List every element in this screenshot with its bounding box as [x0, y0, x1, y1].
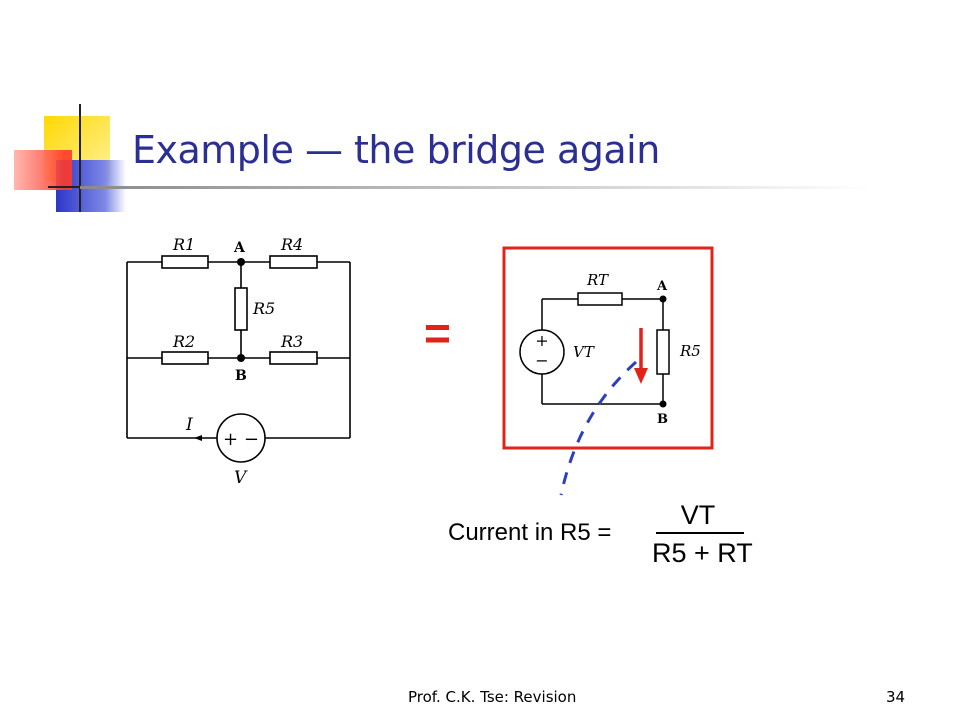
deco-horizontal-line	[48, 186, 80, 188]
resistor-r2	[161, 351, 209, 365]
resistor-r4	[269, 255, 318, 269]
resistor-r3	[269, 351, 318, 365]
fraction-bar	[656, 532, 744, 534]
formula-lead-text: Current in R5 =	[448, 519, 612, 546]
source-minus-sign: −	[535, 351, 548, 370]
label-rt: RT	[586, 271, 609, 289]
deco-red-square	[14, 150, 72, 190]
label-r2: R2	[172, 332, 195, 351]
voltage-source	[216, 413, 266, 463]
dashed-connector	[559, 360, 638, 496]
resistor-r1	[161, 255, 209, 269]
thevenin-circuit-diagram: + − RT R5 VT A B	[502, 246, 714, 450]
current-arrow-icon	[194, 435, 202, 441]
red-current-arrow-icon	[634, 368, 648, 384]
label-r5: R5	[252, 299, 275, 318]
label-r1: R1	[172, 235, 195, 254]
label-node-a-equiv: A	[656, 279, 668, 294]
label-node-b-equiv: B	[657, 412, 668, 427]
denominator-text: R5 + RT	[652, 538, 753, 568]
label-vt: VT	[573, 343, 595, 361]
source-plus-sign: +	[535, 331, 548, 350]
formula-denominator: R5 + RT	[652, 538, 753, 569]
title-underline	[80, 186, 870, 189]
label-node-a: A	[233, 240, 246, 256]
node-b-dot-equiv	[659, 400, 667, 408]
slide-title: Example — the bridge again	[132, 128, 660, 172]
equals-sign: =	[424, 307, 451, 359]
label-source-signs: + −	[223, 429, 259, 450]
footer-text: Prof. C.K. Tse: Revision	[408, 688, 577, 706]
formula-fraction: VT R5 + RT	[652, 500, 753, 580]
node-a-dot	[237, 258, 245, 266]
label-current: I	[185, 415, 193, 435]
node-a-dot-equiv	[659, 295, 667, 303]
dashed-arrow-path	[559, 360, 638, 496]
resistor-r5	[234, 287, 248, 331]
label-r3: R3	[280, 332, 303, 351]
label-source-v: V	[234, 468, 248, 488]
highlight-box	[502, 246, 714, 450]
label-r4: R4	[280, 235, 303, 254]
page-number: 34	[886, 688, 906, 706]
node-b-dot	[237, 354, 245, 362]
resistor-r5-equiv	[656, 329, 670, 375]
deco-vertical-line	[79, 104, 81, 212]
bridge-circuit-diagram: R1 R4 R5 R2 R3 A B I + − V	[126, 235, 351, 488]
label-r5-equiv: R5	[679, 342, 701, 360]
label-node-b: B	[235, 368, 247, 384]
numerator-text: VT	[680, 500, 716, 530]
formula-numerator: VT	[652, 500, 744, 531]
resistor-rt	[577, 292, 623, 306]
thevenin-source	[519, 329, 565, 375]
